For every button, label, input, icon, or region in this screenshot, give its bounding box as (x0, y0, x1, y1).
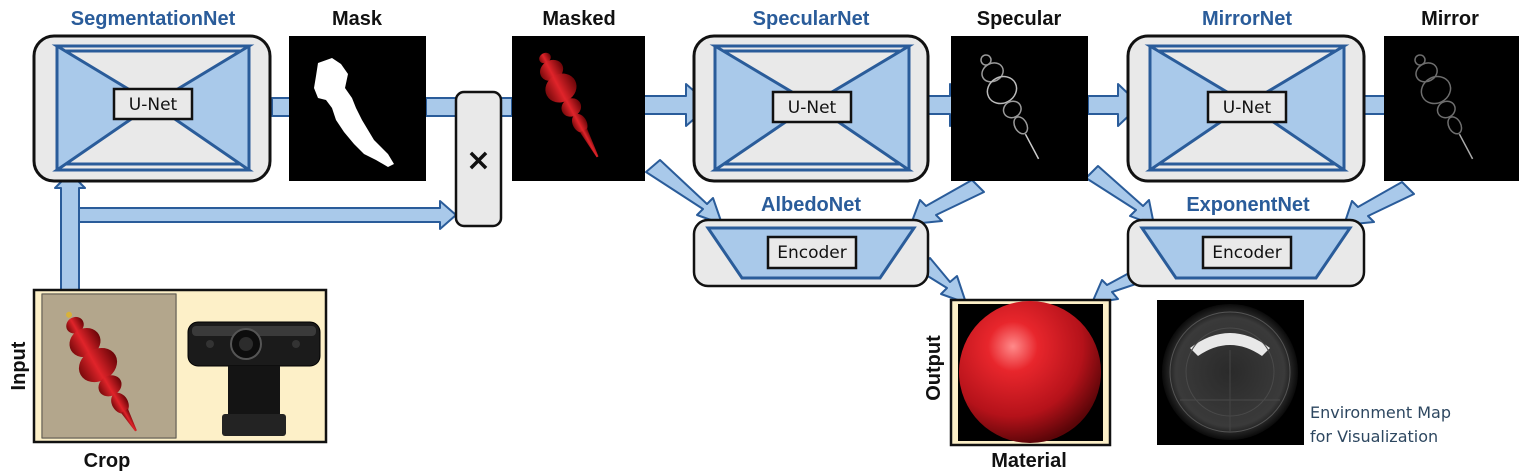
specular-ornament (980, 54, 1040, 160)
mirror-net-unet-label: U-Net (1223, 98, 1272, 118)
arrow-mask-to-multiply (425, 97, 457, 117)
mirror-ornament (1414, 54, 1474, 160)
webcam-icon (187, 321, 321, 436)
masked-title: Masked (542, 8, 615, 30)
arrow-mirror-to-exponent (1343, 181, 1415, 226)
arrow-specular-to-exponent (1085, 165, 1155, 226)
mask-image: Mask (289, 8, 426, 181)
multiply-symbol: × (466, 143, 491, 178)
mirror-net: MirrorNet U-Net (1126, 8, 1366, 183)
mask-title: Mask (332, 8, 383, 30)
mirror-image: Mirror (1384, 8, 1519, 181)
specular-title: Specular (977, 8, 1062, 30)
mask-silhouette (314, 58, 394, 167)
environment-map-label-line2: for Visualization (1310, 427, 1438, 446)
segmentation-net-title: SegmentationNet (71, 8, 236, 30)
arrow-crop-to-multiply (78, 200, 457, 230)
environment-map-label-line1: Environment Map (1310, 403, 1451, 422)
input-panel: Input Crop (8, 288, 328, 472)
specular-net-unet-label-box (771, 90, 853, 124)
albedo-net-title: AlbedoNet (761, 194, 861, 216)
multiply-operator: × (454, 90, 503, 228)
albedo-net: AlbedoNet Encoder (692, 194, 930, 288)
specular-net: SpecularNet U-Net (692, 8, 930, 183)
masked-ornament (539, 52, 599, 158)
material-title: Material (991, 450, 1067, 472)
mirror-frame (1384, 36, 1519, 181)
material-output: Output Material (923, 298, 1112, 472)
arrow-albedo-to-material (917, 257, 967, 304)
mirror-title: Mirror (1421, 8, 1479, 30)
specular-frame (951, 36, 1088, 181)
arrow-multiply-to-masked (500, 97, 513, 117)
input-side-label: Input (8, 341, 30, 390)
specular-net-title: SpecularNet (753, 8, 870, 30)
exponent-net-encoder-label-box (1201, 235, 1293, 270)
albedo-net-encoder-label: Encoder (777, 243, 847, 263)
segmentation-net-unet-label: U-Net (129, 95, 178, 115)
masked-image: Masked (512, 8, 645, 181)
red-sphere-render (959, 301, 1101, 443)
mask-frame (289, 36, 426, 181)
crop-ornament (66, 311, 137, 432)
multiply-box (454, 90, 503, 228)
exponent-net-encoder-label: Encoder (1212, 243, 1282, 263)
albedo-net-encoder-label-box (766, 235, 858, 270)
exponent-net-title: ExponentNet (1186, 194, 1310, 216)
arrow-masked-to-albedo (645, 159, 723, 225)
arrow-crop-to-seg (54, 172, 86, 293)
environment-map: Environment Map for Visualization (1157, 300, 1451, 446)
segmentation-net-unet-label-box (112, 87, 194, 121)
crop-title: Crop (84, 450, 131, 472)
mirror-net-unet-label-box (1206, 90, 1288, 124)
arrow-specular-to-albedo (910, 179, 985, 225)
mirror-net-title: MirrorNet (1202, 8, 1292, 30)
specular-net-unet-label: U-Net (788, 98, 837, 118)
specular-image: Specular (951, 8, 1088, 181)
exponent-net: ExponentNet Encoder (1126, 194, 1366, 288)
output-side-label: Output (923, 335, 945, 401)
segmentation-net: SegmentationNet U-Net (32, 8, 272, 183)
